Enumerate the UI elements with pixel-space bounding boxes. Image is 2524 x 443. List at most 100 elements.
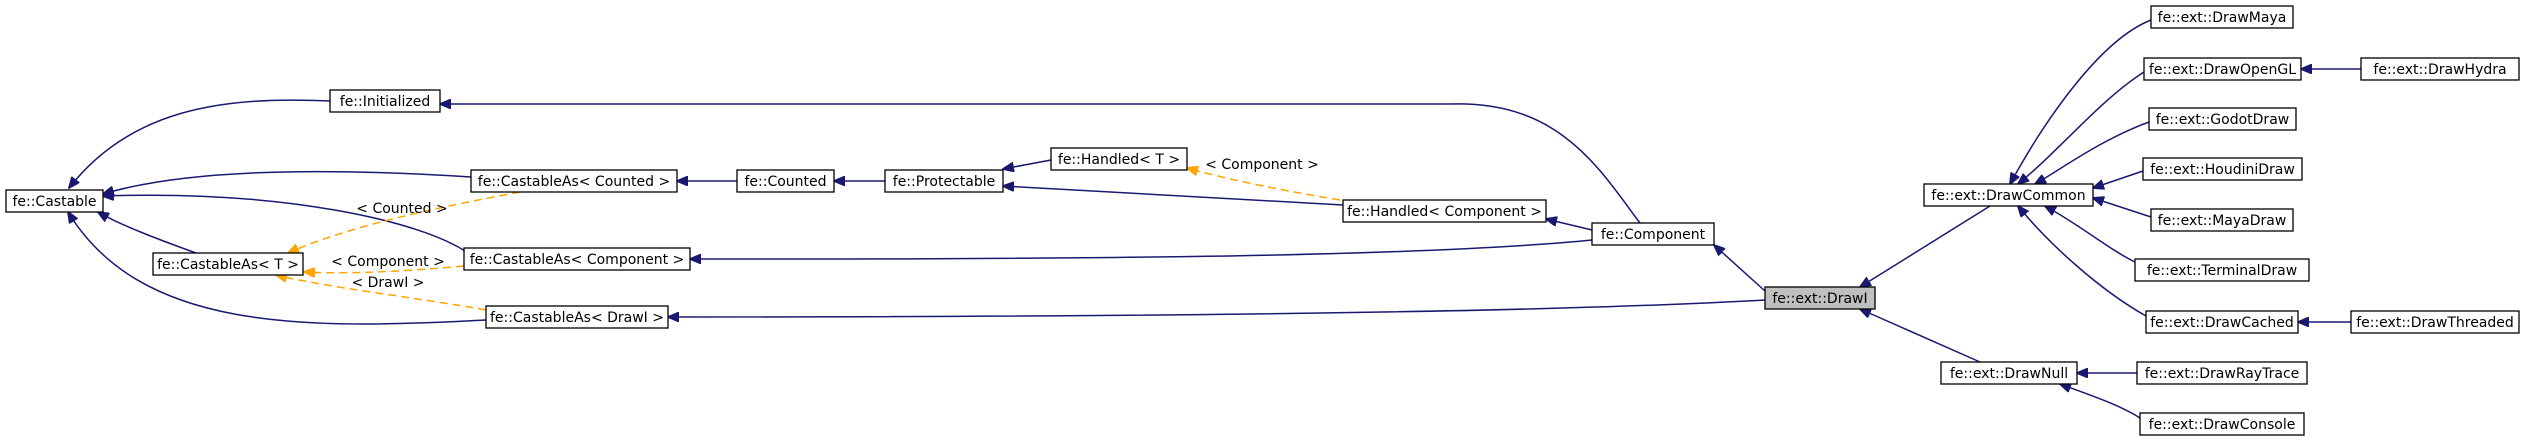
class-node-box <box>2145 310 2299 334</box>
nodes-layer: fe::Castable fe::Initializedfe::CastableA… <box>5 5 2520 436</box>
edge-initialized-to-castable <box>69 99 331 188</box>
class-node-drawOpenGL[interactable]: fe::ext::DrawOpenGL <box>2143 57 2302 81</box>
class-node-initialized[interactable]: fe::Initialized <box>329 89 441 113</box>
class-node-protectable[interactable]: fe::Protectable <box>884 169 1004 193</box>
edge-label-castableAsDrawI: < DrawI > <box>351 275 424 291</box>
class-node-label: fe::Castable <box>12 194 96 210</box>
class-node-label: fe::ext::HoudiniDraw <box>2150 162 2295 178</box>
edge-label-castableAsCounted: < Counted > <box>356 201 447 217</box>
class-node-label: fe::ext::DrawThreaded <box>2356 315 2514 331</box>
class-node-castableAsT[interactable]: fe::CastableAs< T > <box>152 252 304 276</box>
class-node-label: fe::ext::DrawConsole <box>2149 417 2296 433</box>
class-node-label: fe::CastableAs< Counted > <box>478 174 670 190</box>
class-node-drawCached[interactable]: fe::ext::DrawCached <box>2145 310 2299 334</box>
class-node-handledT[interactable]: fe::Handled< T > <box>1050 147 1188 171</box>
class-node-label: fe::ext::DrawMaya <box>2158 10 2287 26</box>
class-node-label: fe::ext::TerminalDraw <box>2147 263 2297 279</box>
edge-drawI-to-component <box>1714 245 1766 292</box>
class-node-label: fe::Handled< T > <box>1058 152 1180 168</box>
edges-layer <box>68 19 2361 419</box>
class-node-component[interactable]: fe::Component <box>1591 222 1715 246</box>
class-node-castableAsCounted[interactable]: fe::CastableAs< Counted > <box>470 169 678 193</box>
edge-label-castableAsComponent: < Component > <box>331 254 445 270</box>
class-node-castableAsDrawI[interactable]: fe::CastableAs< DrawI > <box>485 305 669 329</box>
class-node-label: fe::CastableAs< Component > <box>470 252 685 268</box>
class-node-box <box>2148 107 2297 131</box>
class-node-box <box>1923 183 2094 207</box>
edge-component-to-initialized <box>440 104 1641 224</box>
class-node-mayaDraw[interactable]: fe::ext::MayaDraw <box>2150 208 2294 232</box>
edge-drawCommon-to-drawI <box>1860 205 1991 287</box>
class-node-box <box>2139 412 2305 436</box>
class-node-godotDraw[interactable]: fe::ext::GodotDraw <box>2148 107 2297 131</box>
class-node-label: fe::Counted <box>744 174 826 190</box>
class-node-label: fe::ext::DrawHydra <box>2373 62 2506 78</box>
class-node-terminalDraw[interactable]: fe::ext::TerminalDraw <box>2134 258 2310 282</box>
class-node-label: fe::ext::DrawCached <box>2150 315 2294 331</box>
class-node-label: fe::ext::DrawRayTrace <box>2145 366 2300 382</box>
class-node-drawNull[interactable]: fe::ext::DrawNull <box>1940 361 2078 385</box>
class-node-box <box>1050 147 1188 171</box>
class-node-label: fe::CastableAs< DrawI > <box>490 310 664 326</box>
class-node-label: fe::Component <box>1601 227 1706 243</box>
class-node-box <box>1591 222 1715 246</box>
class-node-handledComponent[interactable]: fe::Handled< Component > <box>1342 199 1547 223</box>
class-node-box <box>2150 5 2294 29</box>
edge-labels-layer: < Counted > < Component > < DrawI > < Compo… <box>331 157 1319 291</box>
class-node-box <box>2136 361 2308 385</box>
class-node-drawThreaded[interactable]: fe::ext::DrawThreaded <box>2350 310 2520 334</box>
class-node-label: fe::Handled< Component > <box>1347 204 1542 220</box>
class-node-castableAsComponent[interactable]: fe::CastableAs< Component > <box>463 247 691 271</box>
class-node-label: fe::Initialized <box>340 94 430 110</box>
class-node-drawConsole[interactable]: fe::ext::DrawConsole <box>2139 412 2305 436</box>
class-node-drawCommon[interactable]: fe::ext::DrawCommon <box>1923 183 2094 207</box>
edge-handledComponent-to-handledT <box>1187 168 1341 201</box>
edge-handledT-to-protectable <box>1003 159 1052 169</box>
edge-castableAsDrawI-to-castableAsT <box>276 275 487 311</box>
edge-handledComponent-to-protectable <box>1003 186 1344 206</box>
class-node-counted[interactable]: fe::Counted <box>736 169 835 193</box>
class-node-drawHydra[interactable]: fe::ext::DrawHydra <box>2360 57 2520 81</box>
class-node-drawI[interactable]: fe::ext::DrawI <box>1764 286 1876 310</box>
class-node-drawMaya[interactable]: fe::ext::DrawMaya <box>2150 5 2294 29</box>
edge-component-to-handledComponent <box>1546 219 1593 231</box>
class-node-box <box>2350 310 2520 334</box>
edge-drawCached-to-drawCommon <box>2018 206 2147 317</box>
edge-mayaDraw-to-drawCommon <box>2093 198 2152 218</box>
class-node-houdiniDraw[interactable]: fe::ext::HoudiniDraw <box>2142 157 2303 181</box>
class-node-box <box>2134 258 2310 282</box>
class-node-label: fe::ext::DrawNull <box>1950 366 2068 382</box>
class-node-box <box>1342 199 1547 223</box>
edge-terminalDraw-to-drawCommon <box>2045 206 2136 263</box>
edge-castableAsCounted-to-castableAsT <box>288 191 521 253</box>
edge-drawMaya-to-drawCommon <box>2010 19 2152 184</box>
edge-drawI-to-castableAsDrawI <box>668 299 1766 317</box>
class-node-label: fe::ext::GodotDraw <box>2156 112 2289 128</box>
class-node-box <box>1940 361 2078 385</box>
class-node-box <box>485 305 669 329</box>
edge-drawNull-to-drawI <box>1860 309 1981 363</box>
class-node-box <box>5 189 104 213</box>
class-node-box <box>736 169 835 193</box>
class-node-castable[interactable]: fe::Castable <box>5 189 104 213</box>
edge-component-to-castableAsComponent <box>690 239 1593 259</box>
edge-godotDraw-to-drawCommon <box>2035 121 2150 184</box>
class-node-box <box>152 252 304 276</box>
class-node-label: fe::CastableAs< T > <box>157 257 299 273</box>
class-node-label: fe::ext::MayaDraw <box>2158 213 2287 229</box>
class-node-label: fe::Protectable <box>893 174 995 190</box>
class-node-box <box>2150 208 2294 232</box>
edge-houdiniDraw-to-drawCommon <box>2093 170 2144 188</box>
edge-castableAsComponent-to-castable <box>103 195 469 254</box>
class-node-box <box>2142 157 2303 181</box>
class-node-box <box>470 169 678 193</box>
class-node-drawRayTrace[interactable]: fe::ext::DrawRayTrace <box>2136 361 2308 385</box>
edge-drawConsole-to-drawNull <box>2060 384 2141 419</box>
class-node-box <box>1764 286 1876 310</box>
edge-label-handledComponent: < Component > <box>1205 157 1319 173</box>
class-node-box <box>329 89 441 113</box>
class-node-label: fe::ext::DrawOpenGL <box>2149 62 2296 78</box>
edge-castableAsComponent-to-castableAsT <box>304 265 465 273</box>
class-node-label: fe::ext::DrawI <box>1772 291 1867 307</box>
